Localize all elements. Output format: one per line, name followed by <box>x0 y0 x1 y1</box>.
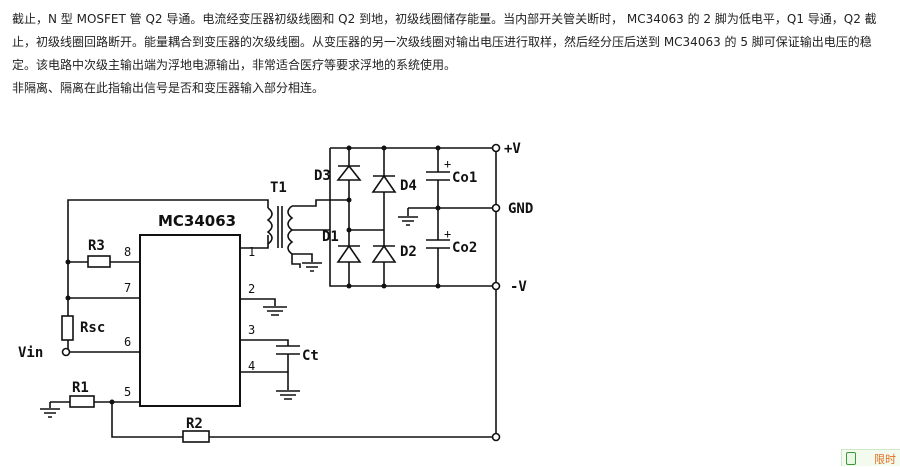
r3-label: R3 <box>88 238 105 254</box>
promo-label: 限时 <box>874 453 896 466</box>
rsc-label: Rsc <box>80 320 105 336</box>
ic-body <box>139 234 241 407</box>
pin-6-label: 6 <box>124 335 131 349</box>
capacitor-co2 <box>426 239 450 249</box>
transformer-label: T1 <box>270 180 287 196</box>
pin-1-label: 1 <box>248 245 255 259</box>
ic-name-label: MC34063 <box>158 212 236 230</box>
resistor-r2 <box>182 430 210 443</box>
terminal-bottom <box>491 432 501 442</box>
resistor-rsc <box>61 315 74 341</box>
terminal-vpos <box>491 143 501 153</box>
paragraph-2: 非隔离、隔离在此指输出信号是否和变压器输入部分相连。 <box>12 81 325 95</box>
diode-d4 <box>371 174 397 193</box>
co1-label: Co1 <box>452 170 477 186</box>
d3-label: D3 <box>314 168 331 184</box>
co1-plus: + <box>444 157 451 171</box>
resistor-r1 <box>69 395 95 408</box>
resistor-r3 <box>87 255 111 268</box>
co2-label: Co2 <box>452 240 477 256</box>
diode-d3 <box>336 164 362 181</box>
d1-label: D1 <box>322 229 339 245</box>
diode-d1 <box>336 244 362 263</box>
r1-label: R1 <box>72 380 89 396</box>
terminal-vin <box>61 347 71 357</box>
d2-label: D2 <box>400 244 417 260</box>
gnd-label: GND <box>508 201 533 217</box>
d4-label: D4 <box>400 178 417 194</box>
terminal-gnd <box>491 203 501 213</box>
promo-widget[interactable]: 限时 <box>841 449 900 466</box>
pin-3-label: 3 <box>248 323 255 337</box>
ct-label: Ct <box>302 348 319 364</box>
pin-7-label: 7 <box>124 281 131 295</box>
vin-label: Vin <box>18 345 43 361</box>
diode-d2 <box>371 244 397 263</box>
phone-icon <box>846 452 856 465</box>
vpos-label: +V <box>504 141 521 157</box>
capacitor-co1 <box>426 171 450 181</box>
pin-5-label: 5 <box>124 385 131 399</box>
co2-plus: + <box>444 227 451 241</box>
r2-label: R2 <box>186 416 203 432</box>
pin-2-label: 2 <box>248 282 255 296</box>
pin-4-label: 4 <box>248 359 255 373</box>
pin-8-label: 8 <box>124 245 131 259</box>
vneg-label: -V <box>510 279 527 295</box>
terminal-vneg <box>491 281 501 291</box>
paragraph-1: 截止，N 型 MOSFET 管 Q2 导通。电流经变压器初级线圈和 Q2 到地，… <box>12 12 877 72</box>
article-text: 截止，N 型 MOSFET 管 Q2 导通。电流经变压器初级线圈和 Q2 到地，… <box>12 8 892 100</box>
